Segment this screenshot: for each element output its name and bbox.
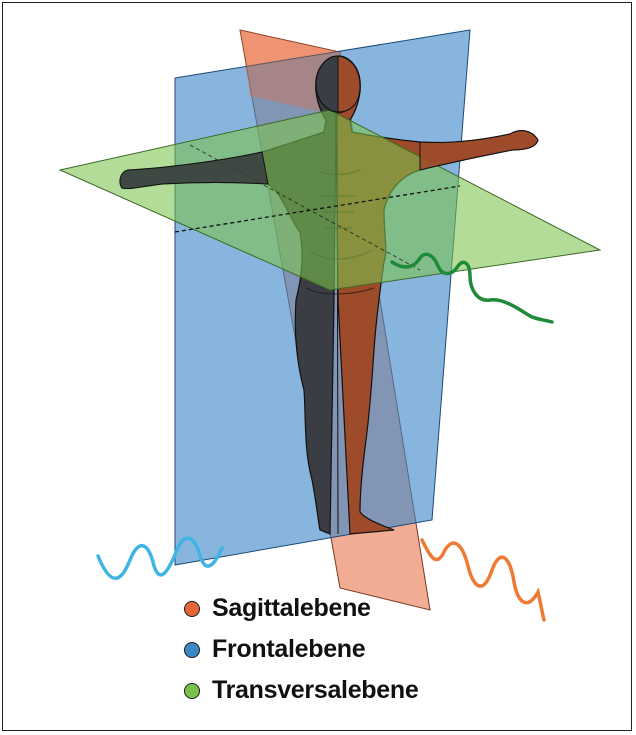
legend-label: Transversalebene [212,676,418,705]
legend-label: Frontalebene [212,635,365,664]
legend-item-frontal: Frontalebene [184,629,418,670]
legend-label: Sagittalebene [212,594,371,623]
wave-sagittal [422,540,544,620]
transversal-dot-icon [184,683,200,699]
legend-item-transversal: Transversalebene [184,670,418,711]
legend-item-sagittal: Sagittalebene [184,588,418,629]
sagittal-dot-icon [184,601,200,617]
frontal-dot-icon [184,642,200,658]
legend: Sagittalebene Frontalebene Transversaleb… [184,588,418,711]
